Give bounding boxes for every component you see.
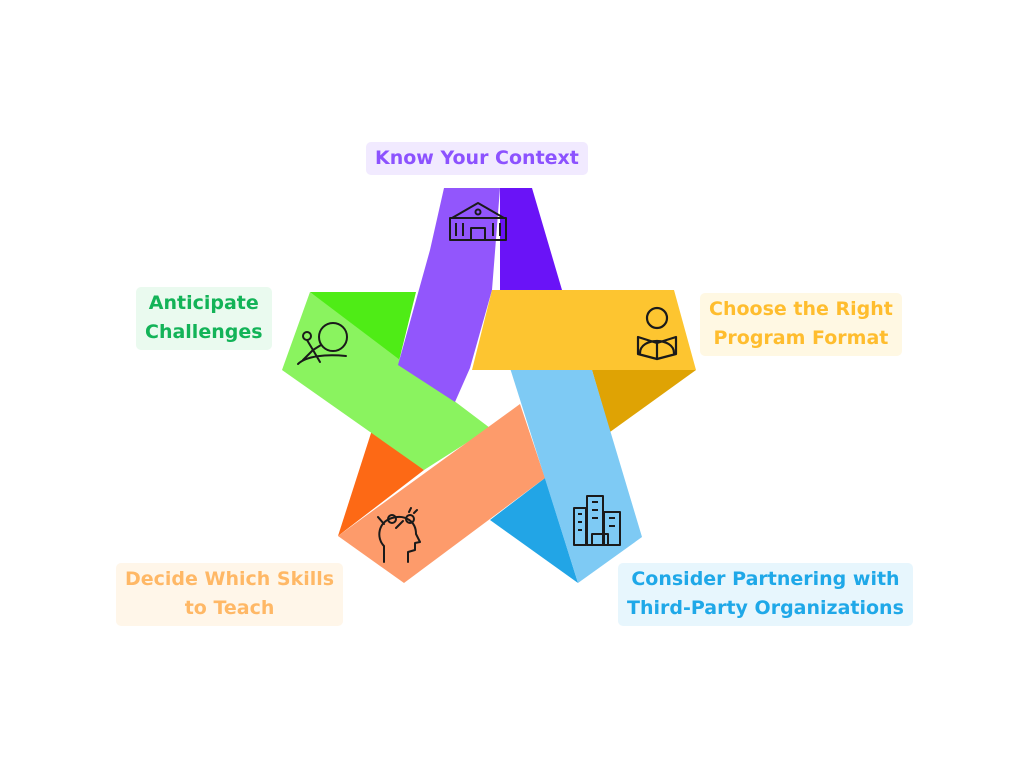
label-line: Decide Which Skills — [125, 568, 335, 590]
yellow-band-shade — [592, 370, 696, 432]
office-buildings-icon — [573, 495, 621, 546]
step-label-program-format: Choose the Right Program Format — [700, 293, 902, 356]
label-line: Program Format — [713, 327, 889, 350]
step-label-know-your-context: Know Your Context — [366, 142, 588, 176]
head-with-ideas-icon — [377, 507, 421, 563]
green-band — [282, 292, 490, 470]
step-label-partnering: Consider Partnering with Third-Party Org… — [618, 563, 913, 626]
label-line: to Teach — [184, 597, 275, 620]
blue-band — [510, 368, 642, 583]
label-line: Challenges — [145, 321, 263, 344]
label-line: Third-Party Organizations — [627, 597, 904, 620]
label-line: Know Your Context — [375, 147, 579, 169]
purple-band-shade — [500, 188, 562, 290]
person-reading-book-icon — [636, 306, 678, 361]
blue-band-shade — [490, 478, 578, 583]
green-band-shade — [310, 292, 416, 365]
school-building-icon — [449, 202, 507, 241]
purple-band — [398, 188, 500, 402]
label-line: Anticipate — [148, 292, 259, 314]
label-line: Consider Partnering with — [631, 568, 900, 590]
label-line: Choose the Right — [709, 298, 893, 320]
step-label-anticipate-challenges: Anticipate Challenges — [136, 287, 272, 350]
step-label-skills: Decide Which Skills to Teach — [116, 563, 344, 626]
orange-band — [338, 404, 545, 583]
person-pushing-boulder-icon — [297, 322, 348, 365]
orange-band-shade — [338, 430, 424, 536]
